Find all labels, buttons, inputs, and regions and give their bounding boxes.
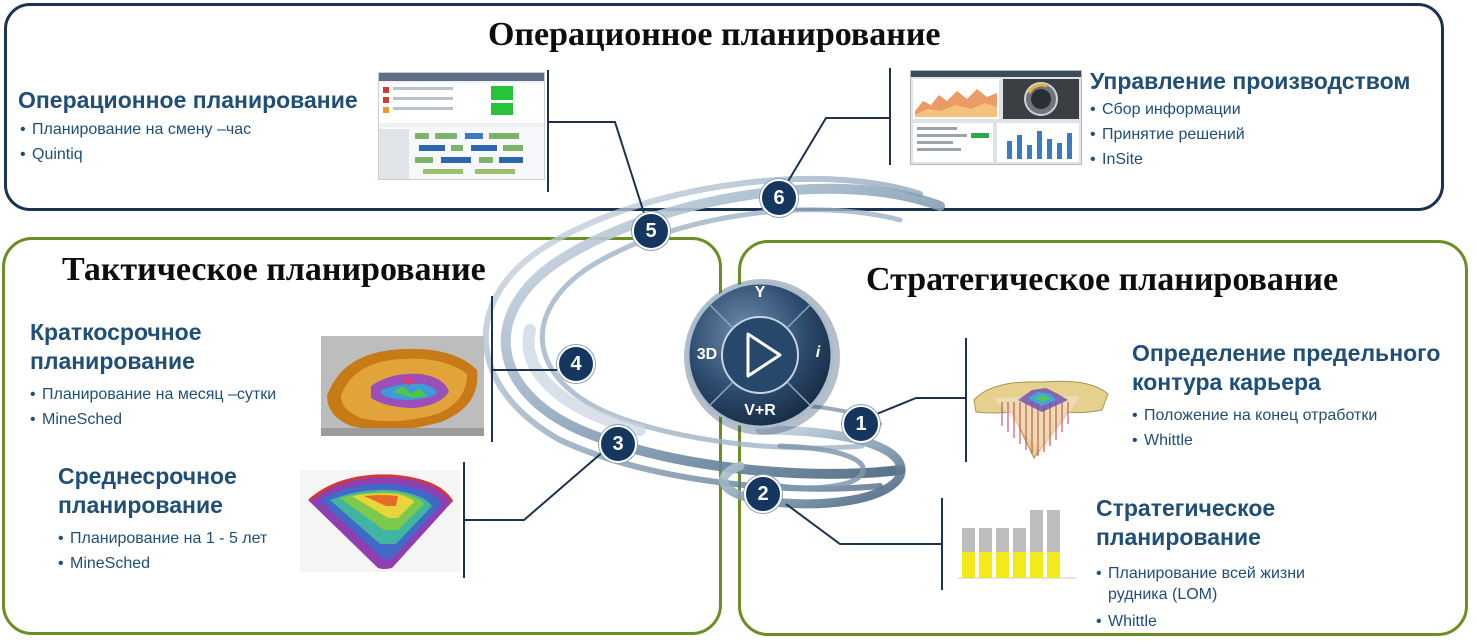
strategic-planning-title: Стратегическое планирование xyxy=(866,261,1339,298)
lom-heading: Стратегическое планирование xyxy=(1096,494,1275,552)
list-item: Планирование всей жизни рудника (LOM) xyxy=(1096,563,1356,605)
short-term-pit-image xyxy=(321,336,484,436)
pit-contour-heading-line2: контура карьера xyxy=(1132,369,1321,395)
short-term-heading-line2: планирование xyxy=(30,348,195,374)
step-badge-2: 2 xyxy=(744,475,782,513)
step-badge-6: 6 xyxy=(760,179,798,217)
list-item: InSite xyxy=(1090,147,1245,172)
list-item: Планирование на месяц –сутки xyxy=(30,382,276,407)
compass-info-label: i xyxy=(815,344,821,361)
connector-lines xyxy=(463,68,967,590)
insite-dashboard-image xyxy=(910,70,1082,165)
operational-left-heading: Операционное планирование xyxy=(18,87,358,113)
list-item: Планирование на 1 - 5 лет xyxy=(58,526,267,551)
pit-shell-model-image xyxy=(973,380,1109,459)
step-badge-5: 5 xyxy=(632,212,670,250)
play-icon xyxy=(746,332,782,378)
lom-heading-line2: планирование xyxy=(1096,524,1261,550)
step-badge-3: 3 xyxy=(599,425,637,463)
medium-term-heading: Среднесрочное планирование xyxy=(58,462,237,520)
operational-left-list: Планирование на смену –час Quintiq xyxy=(20,117,251,167)
tactical-planning-title: Тактическое планирование xyxy=(62,251,486,288)
short-term-heading: Краткосрочное планирование xyxy=(30,318,202,376)
pit-model-image xyxy=(321,336,484,436)
compass-vr-label: V+R xyxy=(744,402,776,419)
lom-heading-line1: Стратегическое xyxy=(1096,495,1276,521)
medium-term-heading-line2: планирование xyxy=(58,492,223,518)
list-item: Планирование на смену –час xyxy=(20,117,251,142)
gantt-chart-image xyxy=(379,73,544,179)
operational-right-heading: Управление производством xyxy=(1090,68,1411,94)
list-item: Whittle xyxy=(1096,609,1356,634)
compass-top-icon: Y xyxy=(754,284,766,301)
medium-term-list: Планирование на 1 - 5 лет MineSched xyxy=(58,526,267,576)
quintiq-screenshot-image xyxy=(378,72,545,180)
list-item: Quintiq xyxy=(20,142,251,167)
compass-disc-image xyxy=(684,279,840,435)
short-term-heading-line1: Краткосрочное xyxy=(30,319,202,345)
list-item: MineSched xyxy=(58,551,267,576)
list-item: Whittle xyxy=(1132,428,1377,453)
list-item: MineSched xyxy=(30,407,276,432)
lom-list: Планирование всей жизни рудника (LOM) Wh… xyxy=(1096,563,1356,634)
step-badge-1: 1 xyxy=(842,405,880,443)
pit-contour-list: Положение на конец отработки Whittle xyxy=(1132,403,1377,453)
compass-3d-label: 3D xyxy=(696,346,718,363)
pit-shell-image xyxy=(972,366,1112,460)
stacked-bar-image xyxy=(958,510,1076,579)
operational-right-list: Сбор информации Принятие решений InSite xyxy=(1090,97,1245,172)
pit-contour-heading-line1: Определение предельного xyxy=(1132,340,1441,366)
list-item: Сбор информации xyxy=(1090,97,1245,122)
lom-bar-chart-image xyxy=(952,502,1080,582)
operational-planning-title: Операционное планирование xyxy=(488,16,941,53)
list-item: Положение на конец отработки xyxy=(1132,403,1377,428)
short-term-list: Планирование на месяц –сутки MineSched xyxy=(30,382,276,432)
step-badge-4: 4 xyxy=(557,345,595,383)
pit-contour-heading: Определение предельного контура карьера xyxy=(1132,339,1440,397)
block-model-image xyxy=(308,474,454,569)
medium-term-block-model-image xyxy=(300,470,460,572)
list-item: Принятие решений xyxy=(1090,122,1245,147)
dashboard-image xyxy=(911,71,1081,162)
medium-term-heading-line1: Среднесрочное xyxy=(58,463,237,489)
